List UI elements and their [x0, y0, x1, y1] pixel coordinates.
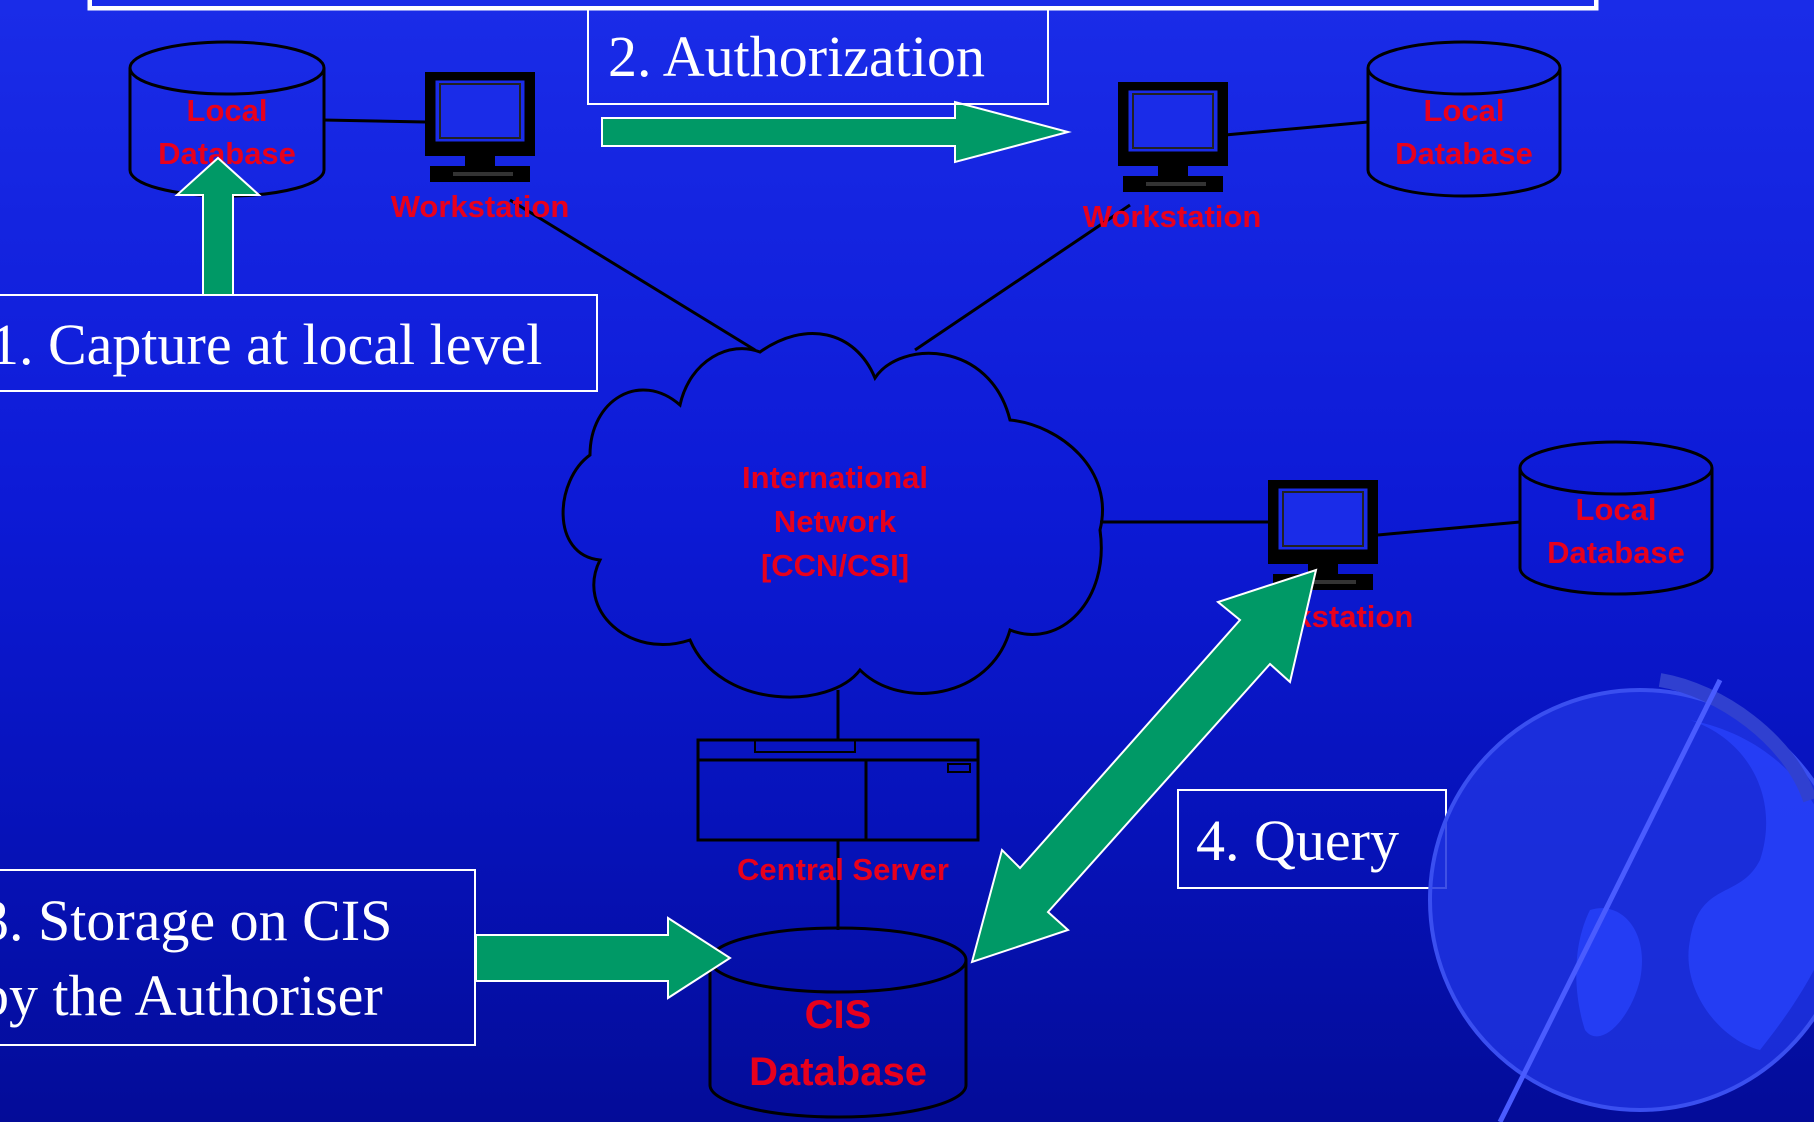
globe-icon	[1428, 673, 1814, 1122]
local-db-2-label-line1: Local	[1424, 93, 1505, 128]
step-query-box: 4. Query	[1177, 789, 1447, 889]
capture-arrow	[174, 156, 262, 296]
workstation-3	[1268, 480, 1378, 590]
step-capture-box: 1. Capture at local level	[0, 294, 598, 392]
step-query-label: 4. Query	[1196, 808, 1399, 873]
query-arrow	[970, 568, 1318, 964]
authorization-arrow	[601, 100, 1072, 164]
local-database-2: Local Database	[1366, 40, 1562, 198]
link-ws1-network	[509, 198, 756, 352]
workstation-2-label: Workstation	[1083, 199, 1262, 234]
workstation-2	[1118, 82, 1228, 192]
link-ws3-db3	[1377, 520, 1521, 537]
storage-arrow	[475, 916, 732, 1000]
cis-db-label-line2: Database	[749, 1050, 927, 1094]
network-label-line3: [CCN/CSI]	[761, 548, 909, 583]
local-db-1-label-line1: Local	[187, 93, 268, 128]
step-storage-box: 3. Storage on CIS by the Authoriser	[0, 869, 476, 1046]
link-ws1-db1	[322, 118, 426, 124]
step-storage-label-line2: by the Authoriser	[0, 963, 383, 1028]
local-db-3-label-line1: Local	[1576, 492, 1657, 527]
central-server	[696, 738, 980, 842]
workstation-1-label: Workstation	[391, 189, 570, 224]
local-db-3-label-line2: Database	[1547, 535, 1685, 570]
local-database-3: Local Database	[1518, 440, 1714, 596]
step-capture-label: 1. Capture at local level	[0, 312, 542, 377]
step-authorization-label: 2. Authorization	[608, 24, 985, 89]
central-server-label: Central Server	[737, 852, 949, 887]
network-label-line2: Network	[774, 504, 897, 539]
local-db-2-label-line2: Database	[1395, 136, 1533, 171]
link-ws2-db2	[1224, 120, 1369, 137]
step-storage-label-line1: 3. Storage on CIS	[0, 888, 392, 953]
cis-db-label-line1: CIS	[805, 993, 872, 1037]
step-authorization-box: 2. Authorization	[587, 7, 1049, 105]
network-label-line1: International	[742, 460, 928, 495]
international-network-cloud: International Network [CCN/CSI]	[561, 331, 1104, 699]
workstation-1	[425, 72, 535, 182]
cis-database: CIS Database	[708, 926, 968, 1119]
link-ws2-network	[914, 203, 1131, 352]
